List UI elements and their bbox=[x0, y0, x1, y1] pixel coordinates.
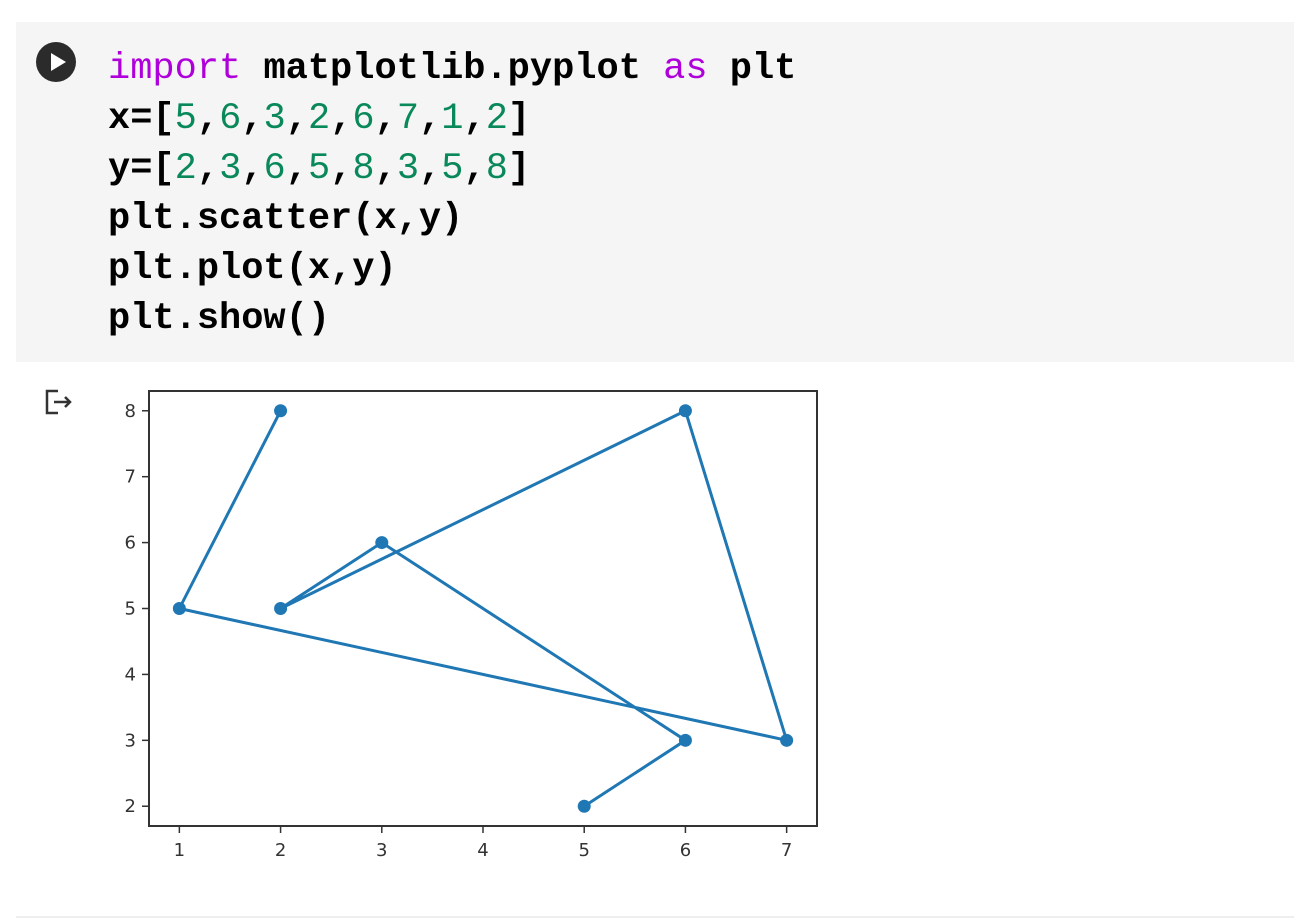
play-icon bbox=[51, 53, 66, 71]
code-number: 5 bbox=[307, 148, 331, 190]
code-token: matplotlib.pyplot bbox=[241, 48, 664, 90]
scatter-point bbox=[172, 602, 186, 615]
code-token: , bbox=[374, 148, 397, 190]
code-number: 6 bbox=[352, 98, 375, 140]
scatter-point bbox=[274, 602, 288, 615]
code-token: , bbox=[241, 98, 264, 140]
code-number: 5 bbox=[174, 98, 197, 140]
code-number: 8 bbox=[485, 148, 508, 190]
code-token: plt.plot(x,y) bbox=[108, 248, 397, 290]
code-line: plt.scatter(x,y) bbox=[108, 194, 796, 244]
code-token: , bbox=[463, 148, 486, 190]
code-token: , bbox=[330, 148, 353, 190]
code-number: 2 bbox=[307, 98, 331, 140]
code-token: , bbox=[285, 148, 308, 190]
scatter-point bbox=[375, 536, 389, 550]
scatter-point bbox=[780, 733, 794, 747]
y-tick-label: 3 bbox=[125, 730, 136, 751]
scatter-point bbox=[678, 733, 692, 747]
code-token: , bbox=[419, 98, 442, 140]
code-cell[interactable] bbox=[16, 22, 1294, 362]
code-number: 8 bbox=[352, 148, 375, 190]
code-number: 7 bbox=[396, 98, 420, 140]
output-redirect-icon[interactable] bbox=[44, 388, 76, 416]
code-line: import matplotlib.pyplot as plt bbox=[108, 44, 796, 94]
code-line: plt.plot(x,y) bbox=[108, 244, 796, 294]
code-number: 3 bbox=[396, 148, 420, 190]
code-token: , bbox=[241, 148, 264, 190]
y-tick-label: 8 bbox=[125, 401, 136, 422]
code-line: y=[2,3,6,5,8,3,5,8] bbox=[108, 144, 796, 194]
code-number: 3 bbox=[263, 98, 286, 140]
code-number: 2 bbox=[485, 98, 508, 140]
x-tick-label: 4 bbox=[477, 840, 488, 861]
code-line: plt.show() bbox=[108, 294, 796, 344]
code-token: , bbox=[374, 98, 397, 140]
code-token: , bbox=[196, 148, 220, 190]
series-line bbox=[177, 409, 789, 808]
y-tick-label: 6 bbox=[125, 533, 136, 554]
scatter-point bbox=[678, 404, 692, 418]
x-tick-label: 5 bbox=[578, 840, 589, 861]
code-number: 3 bbox=[219, 148, 242, 190]
code-number: 5 bbox=[441, 148, 464, 190]
y-tick-label: 2 bbox=[125, 796, 136, 817]
code-token: , bbox=[285, 98, 308, 140]
code-keyword: import bbox=[108, 48, 242, 90]
x-tick-label: 6 bbox=[680, 840, 691, 861]
code-token: , bbox=[419, 148, 442, 190]
code-token: , bbox=[196, 98, 220, 140]
code-number: 1 bbox=[441, 98, 464, 140]
code-number: 2 bbox=[174, 148, 197, 190]
code-token: y=[ bbox=[108, 148, 175, 190]
y-tick-label: 7 bbox=[125, 467, 136, 488]
code-token: plt bbox=[707, 48, 797, 90]
scatter-point bbox=[274, 404, 288, 418]
code-token: x=[ bbox=[108, 98, 175, 140]
code-number: 6 bbox=[263, 148, 286, 190]
run-cell-button[interactable] bbox=[36, 42, 76, 82]
y-tick-label: 4 bbox=[125, 664, 136, 685]
code-token: , bbox=[463, 98, 486, 140]
x-tick-label: 7 bbox=[781, 840, 792, 861]
code-token: plt.scatter(x,y) bbox=[108, 198, 464, 240]
y-tick-label: 5 bbox=[125, 599, 136, 620]
code-token: plt.show() bbox=[108, 298, 331, 340]
cell-divider bbox=[16, 916, 1294, 918]
code-token: ] bbox=[507, 148, 531, 190]
code-token: ] bbox=[507, 98, 531, 140]
output-plot: 1 2 3 4 5 6 7 2 3 4 5 6 7 8 bbox=[125, 390, 818, 861]
scatter-point bbox=[577, 799, 591, 813]
x-tick-label: 1 bbox=[174, 840, 185, 861]
code-number: 6 bbox=[219, 98, 242, 140]
code-keyword: as bbox=[663, 48, 708, 90]
x-tick-label: 2 bbox=[275, 840, 286, 861]
code-line: x=[5,6,3,2,6,7,1,2] bbox=[108, 94, 796, 144]
x-tick-label: 3 bbox=[376, 840, 387, 861]
code-token: , bbox=[330, 98, 353, 140]
